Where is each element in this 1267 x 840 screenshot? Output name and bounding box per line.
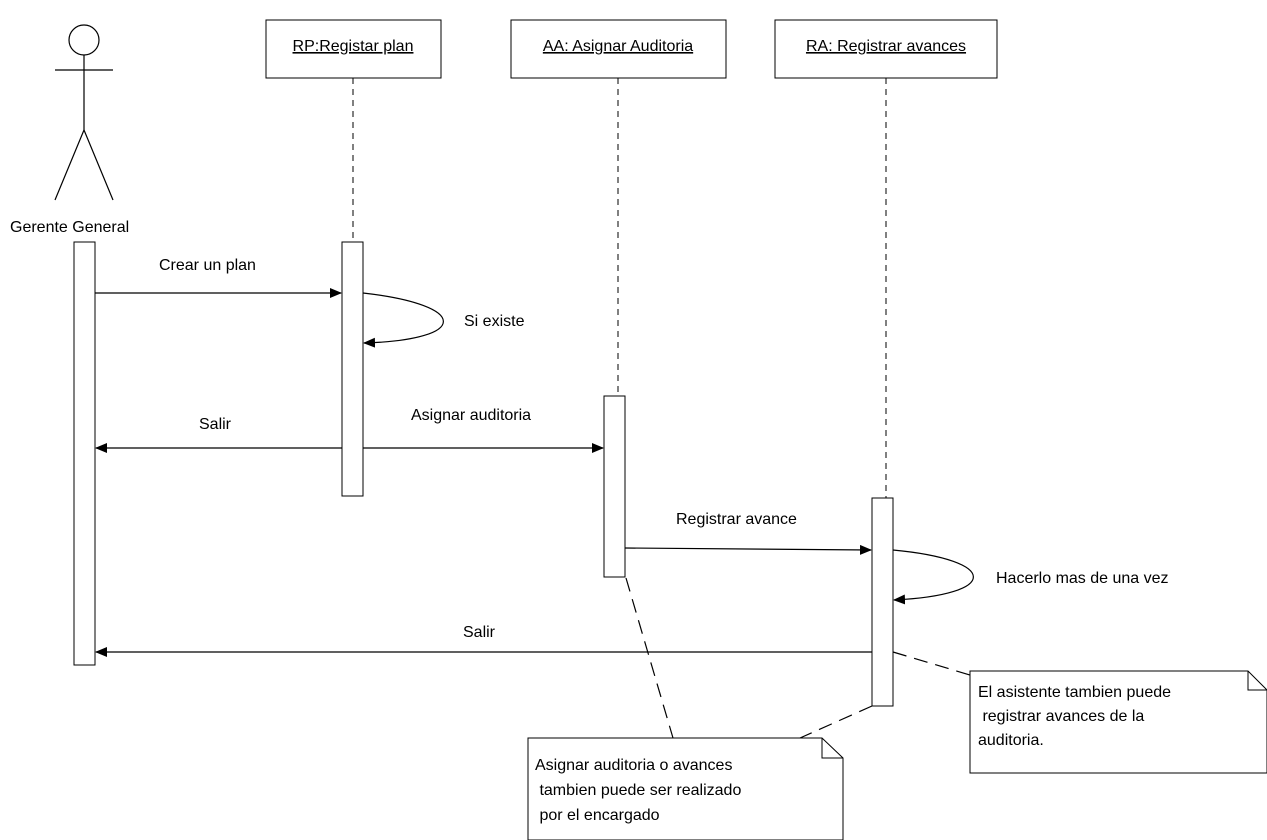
- activation-aa: [603, 395, 626, 578]
- note-encargado: Asignar auditoria o avances tambien pued…: [527, 737, 844, 840]
- msg-registrar-label: Registrar avance: [676, 511, 797, 528]
- lifeline-ra-label: RA: Registrar avances: [806, 38, 966, 55]
- note-connector-ra-right: [892, 651, 971, 676]
- lifeline-head-aa: AA: Asignar Auditoria: [510, 19, 727, 79]
- actor-label: Gerente General: [10, 219, 129, 236]
- msg-hacerlo-label: Hacerlo mas de una vez: [996, 570, 1169, 587]
- note-asistente-line-1: El asistente tambien puede: [978, 684, 1171, 701]
- activation-rp: [341, 241, 364, 497]
- note-asistente: El asistente tambien puede registrar ava…: [969, 670, 1267, 774]
- msg-asignar-label: Asignar auditoria: [411, 407, 531, 424]
- actor-leg-right: [83, 129, 114, 201]
- msg-si-existe-label: Si existe: [464, 313, 525, 330]
- note-connector-aa: [625, 577, 674, 739]
- msg-si-existe-arrow: [362, 292, 444, 348]
- note-asistente-line-2: registrar avances de la: [978, 708, 1144, 725]
- lifeline-head-rp: RP:Registar plan: [265, 19, 442, 79]
- lifeline-rp-label: RP:Registar plan: [293, 38, 414, 55]
- note-encargado-line-3: por el encargado: [535, 807, 660, 824]
- actor-leg-left: [54, 129, 85, 201]
- actor-head: [68, 24, 100, 56]
- msg-salir-2-label: Salir: [463, 624, 496, 641]
- msg-crear-plan-label: Crear un plan: [159, 257, 256, 274]
- note-encargado-line-2: tambien puede ser realizado: [535, 782, 741, 799]
- note-asistente-line-3: auditoria.: [978, 732, 1044, 749]
- lifeline-head-ra: RA: Registrar avances: [774, 19, 998, 79]
- actor-figure: [54, 24, 114, 201]
- msg-hacerlo-arrow: [892, 549, 974, 605]
- activation-actor: [73, 241, 96, 666]
- activation-ra: [871, 497, 894, 707]
- lifeline-aa-label: AA: Asignar Auditoria: [543, 38, 693, 55]
- msg-registrar-arrow: [624, 544, 872, 555]
- note-encargado-line-1: Asignar auditoria o avances: [535, 757, 732, 774]
- note-connector-ra-lower: [799, 705, 873, 739]
- msg-salir-1-label: Salir: [199, 416, 232, 433]
